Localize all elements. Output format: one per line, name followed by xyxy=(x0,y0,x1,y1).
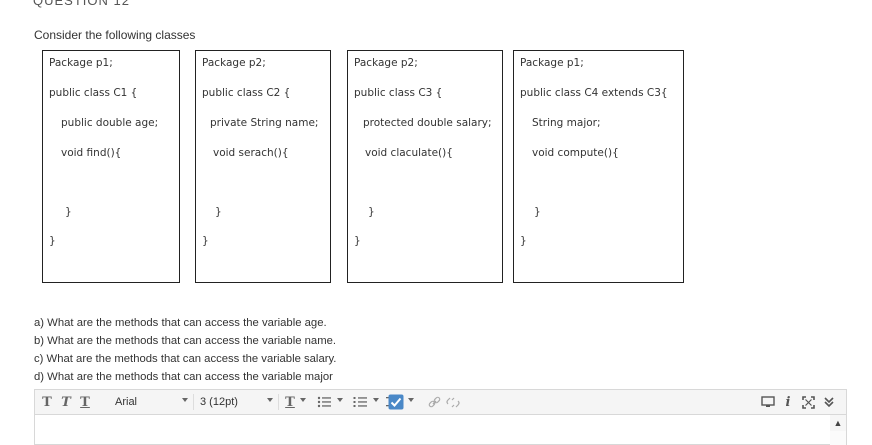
class-declaration: public class C1 { xyxy=(49,87,138,99)
font-size-select[interactable]: 3 (12pt) xyxy=(200,393,272,411)
class-close-brace: } xyxy=(354,235,361,247)
question-c: c) What are the methods that can access … xyxy=(34,353,337,365)
chevron-down-icon[interactable] xyxy=(408,398,414,402)
field-declaration: String major; xyxy=(532,117,601,129)
numbered-list-icon[interactable] xyxy=(352,390,368,414)
question-intro: Consider the following classes xyxy=(34,28,196,42)
fullscreen-icon[interactable] xyxy=(799,390,817,414)
spellcheck-icon[interactable] xyxy=(387,390,405,414)
chevron-down-icon[interactable] xyxy=(373,398,379,402)
field-declaration: protected double salary; xyxy=(363,117,492,129)
link-icon[interactable] xyxy=(426,390,442,414)
toolbar-divider xyxy=(278,394,279,410)
text-format-icon[interactable]: T xyxy=(42,394,52,410)
class-close-brace: } xyxy=(202,235,209,247)
chevron-up-icon[interactable]: ▲ xyxy=(830,415,846,431)
collapse-icon[interactable] xyxy=(820,390,838,414)
chevron-down-icon[interactable] xyxy=(337,398,343,402)
class-declaration: public class C3 { xyxy=(354,87,443,99)
method-declaration: void compute(){ xyxy=(532,147,619,159)
unlink-icon[interactable] xyxy=(445,390,461,414)
answer-editor[interactable]: ▲ xyxy=(34,415,847,445)
field-declaration: private String name; xyxy=(210,117,319,129)
method-declaration: void serach(){ xyxy=(213,147,289,159)
class-declaration: public class C4 extends C3{ xyxy=(520,87,668,99)
package-line: Package p2; xyxy=(354,57,418,69)
toolbar-divider xyxy=(193,394,194,410)
question-d: d) What are the methods that can access … xyxy=(34,371,333,383)
question-a: a) What are the methods that can access … xyxy=(34,317,327,329)
method-declaration: void claculate(){ xyxy=(365,147,453,159)
question-list: a) What are the methods that can access … xyxy=(34,314,336,386)
method-close-brace: } xyxy=(65,206,72,218)
field-declaration: public double age; xyxy=(61,117,159,129)
editor-toolbar: T T T Arial 3 (12pt) T i xyxy=(34,389,847,415)
question-b: b) What are the methods that can access … xyxy=(34,335,337,347)
text-format-icon[interactable]: T xyxy=(61,394,71,410)
question-header: QUESTION 12 xyxy=(33,0,130,8)
package-line: Package p1; xyxy=(520,57,584,69)
font-family-value: Arial xyxy=(115,396,138,408)
method-declaration: void find(){ xyxy=(61,147,122,159)
preview-icon[interactable] xyxy=(759,390,777,414)
class-close-brace: } xyxy=(49,235,56,247)
package-line: Package p2; xyxy=(202,57,266,69)
class-box-c2: Package p2; public class C2 { private St… xyxy=(195,50,331,283)
text-format-icon[interactable]: T xyxy=(80,394,90,410)
method-close-brace: } xyxy=(534,206,541,218)
font-size-value: 3 (12pt) xyxy=(200,396,238,408)
scrollbar[interactable] xyxy=(830,431,846,445)
class-box-c3: Package p2; public class C3 { protected … xyxy=(347,50,503,283)
method-close-brace: } xyxy=(368,206,375,218)
info-icon[interactable]: i xyxy=(785,394,791,410)
class-declaration: public class C2 { xyxy=(202,87,291,99)
font-family-select[interactable]: Arial xyxy=(115,393,193,411)
chevron-down-icon[interactable] xyxy=(267,398,273,402)
bullet-list-icon[interactable] xyxy=(316,390,332,414)
chevron-down-icon[interactable] xyxy=(300,398,306,402)
class-box-c4: Package p1; public class C4 extends C3{ … xyxy=(513,50,684,283)
method-close-brace: } xyxy=(215,206,222,218)
class-box-c1: Package p1; public class C1 { public dou… xyxy=(42,50,180,283)
font-color-icon[interactable]: T xyxy=(285,394,295,410)
chevron-down-icon[interactable] xyxy=(182,398,188,402)
class-close-brace: } xyxy=(520,235,527,247)
package-line: Package p1; xyxy=(49,57,113,69)
